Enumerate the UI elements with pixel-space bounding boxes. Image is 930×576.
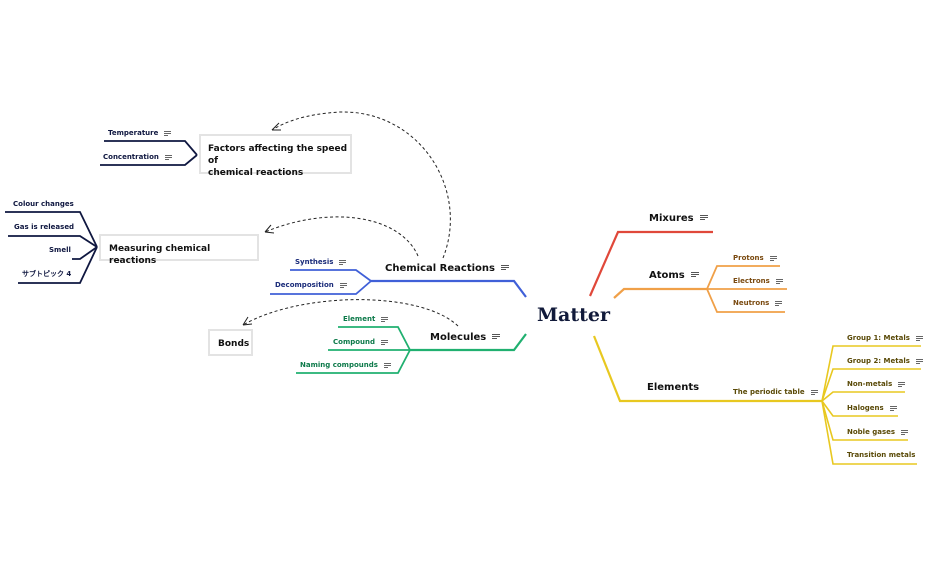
subtopic-smell[interactable]: Smell	[49, 246, 71, 254]
subtopic-synthesis[interactable]: Synthesis	[295, 259, 347, 266]
connector-smell	[72, 246, 98, 260]
subtopic-decomposition[interactable]: Decomposition	[275, 282, 347, 289]
connector-neutrons	[706, 288, 785, 313]
floating-topic-factors[interactable]: Factors affecting the speed of chemical …	[199, 134, 352, 178]
notes-icon	[339, 259, 347, 265]
subtopic-naming-compounds[interactable]: Naming compounds	[300, 362, 391, 369]
connector-decomposition	[270, 280, 372, 295]
connector-gas	[8, 235, 98, 248]
central-topic[interactable]: Matter	[537, 304, 610, 326]
relation-factors	[271, 111, 451, 259]
subtopic-protons[interactable]: Protons	[733, 255, 777, 262]
notes-icon	[810, 389, 818, 395]
subtopic-element[interactable]: Element	[343, 316, 389, 323]
relation-bonds-arrowhead	[242, 316, 253, 326]
subtopic-compound[interactable]: Compound	[333, 339, 389, 346]
topic-label: Molecules	[430, 332, 487, 343]
connector-subtopic	[18, 246, 98, 284]
notes-icon	[164, 130, 172, 136]
connector-transition	[821, 400, 917, 465]
subtopic-gas-released[interactable]: Gas is released	[14, 223, 75, 231]
topic-label-line2: chemical reactions	[208, 168, 304, 179]
connector-noblegases	[821, 400, 908, 441]
topic-molecules[interactable]: Molecules	[430, 332, 501, 343]
relation-bonds	[242, 299, 459, 327]
notes-icon	[381, 316, 389, 322]
subtopic-non-metals[interactable]: Non-metals	[847, 381, 906, 388]
subtopic-group2-metals[interactable]: Group 2: Metals	[847, 358, 923, 365]
floating-topic-measuring[interactable]: Measuring chemical reactions	[99, 234, 259, 266]
notes-icon	[775, 300, 783, 306]
connector-group1	[821, 345, 921, 402]
connector-naming	[296, 349, 411, 374]
subtopic-halogens[interactable]: Halogens	[847, 405, 897, 412]
relation-measuring	[264, 216, 419, 257]
subtopic-neutrons[interactable]: Neutrons	[733, 300, 783, 307]
topic-atoms[interactable]: Atoms	[649, 271, 699, 281]
floating-topic-bonds[interactable]: Bonds	[208, 329, 253, 356]
subtopic-concentration[interactable]: Concentration	[103, 154, 172, 161]
notes-icon	[381, 339, 389, 345]
topic-chemical-reactions[interactable]: Chemical Reactions	[385, 264, 509, 274]
connector-molecules	[410, 333, 527, 352]
relation-measuring-arrowhead	[264, 224, 275, 234]
connector-temperature	[104, 140, 198, 156]
subtopic-group1-metals[interactable]: Group 1: Metals	[847, 335, 923, 342]
topic-mixures[interactable]: Mixures	[649, 214, 708, 224]
notes-icon	[690, 272, 699, 278]
connector-synthesis	[290, 269, 372, 282]
connector-colour	[5, 211, 98, 248]
subtopic-colour-changes[interactable]: Colour changes	[13, 200, 74, 208]
topic-label-line1: Factors affecting the speed of	[208, 144, 348, 167]
connector-element	[338, 326, 411, 351]
subtopic-subtopic-4[interactable]: サブトピック 4	[22, 270, 72, 278]
connector-group2	[821, 368, 921, 402]
connector-mixures	[588, 230, 713, 297]
subtopic-noble-gases[interactable]: Noble gases	[847, 429, 909, 436]
connector-elements	[592, 335, 822, 403]
notes-icon	[500, 265, 509, 271]
connector-protons	[706, 265, 780, 290]
notes-icon	[901, 429, 909, 435]
connector-concentration	[100, 154, 198, 166]
notes-icon	[889, 405, 897, 411]
subtopic-temperature[interactable]: Temperature	[108, 130, 172, 137]
topic-label: Chemical Reactions	[385, 263, 495, 274]
relation-factors-arrowhead	[271, 122, 281, 131]
subtopic-electrons[interactable]: Electrons	[733, 278, 783, 285]
notes-icon	[775, 278, 783, 284]
connector-nonmetals	[821, 391, 905, 402]
topic-label: Mixures	[649, 213, 694, 224]
notes-icon	[339, 282, 347, 288]
notes-icon	[915, 358, 923, 364]
notes-icon	[898, 381, 906, 387]
notes-icon	[164, 154, 172, 160]
subtopic-transition-metals[interactable]: Transition metals	[847, 451, 916, 459]
topic-elements[interactable]: Elements	[647, 382, 700, 393]
connector-chemical-reactions	[371, 279, 527, 298]
connector-halogens	[821, 400, 898, 417]
notes-icon	[699, 215, 708, 221]
notes-icon	[383, 362, 391, 368]
notes-icon	[769, 255, 777, 261]
subtopic-periodic-table[interactable]: The periodic table	[733, 389, 818, 396]
notes-icon	[915, 335, 923, 341]
notes-icon	[492, 334, 501, 340]
topic-label: Atoms	[649, 270, 685, 281]
connector-atoms	[613, 287, 707, 299]
